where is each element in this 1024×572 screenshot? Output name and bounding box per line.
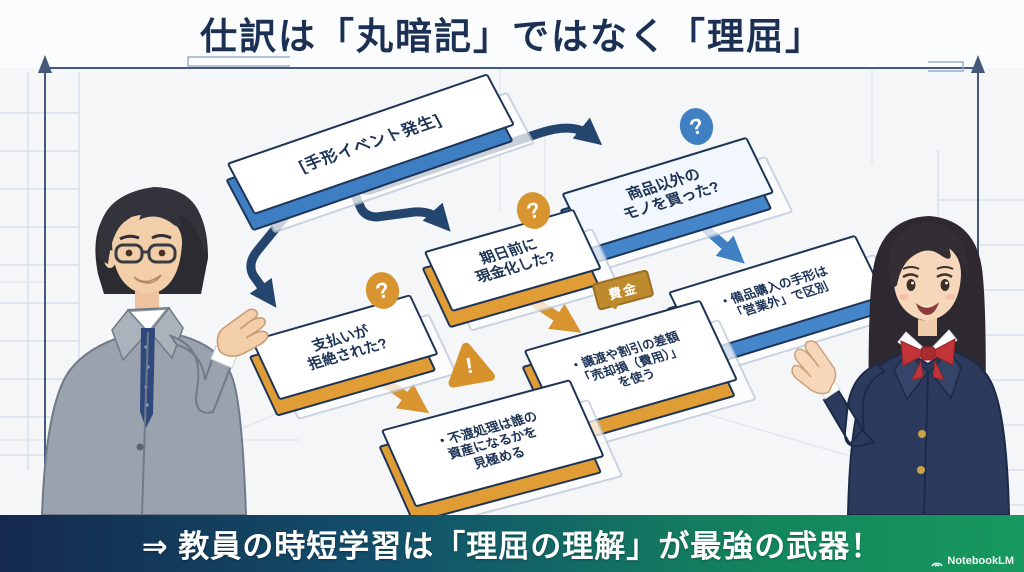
title-band xyxy=(0,0,1024,68)
notebooklm-logo-icon xyxy=(931,562,944,567)
warning-triangle-icon xyxy=(448,342,495,388)
teacher-character-illustration xyxy=(40,187,269,515)
arrow-start-to-due xyxy=(331,150,451,232)
banner-text: ⇒ 教員の時短学習は「理屈の理解」が最強の武器！ xyxy=(141,529,883,564)
student-character-illustration xyxy=(791,216,1011,515)
watermark-text: NotebookLM xyxy=(947,555,1014,567)
arrow-start-to-reject xyxy=(246,159,334,308)
bracket-marks xyxy=(187,56,964,72)
bottom-banner: ⇒ 教員の時短学習は「理屈の理解」が最強の武器！ NotebookLM xyxy=(0,515,1024,572)
dimension-arrow-left-icon xyxy=(38,55,52,73)
notebooklm-watermark: NotebookLM xyxy=(930,555,1014,567)
page-title: 仕訳は「丸暗記」ではなく「理屈」 xyxy=(200,16,824,57)
warning-icon: ! xyxy=(440,336,498,392)
dimension-arrow-right-icon xyxy=(971,55,985,73)
